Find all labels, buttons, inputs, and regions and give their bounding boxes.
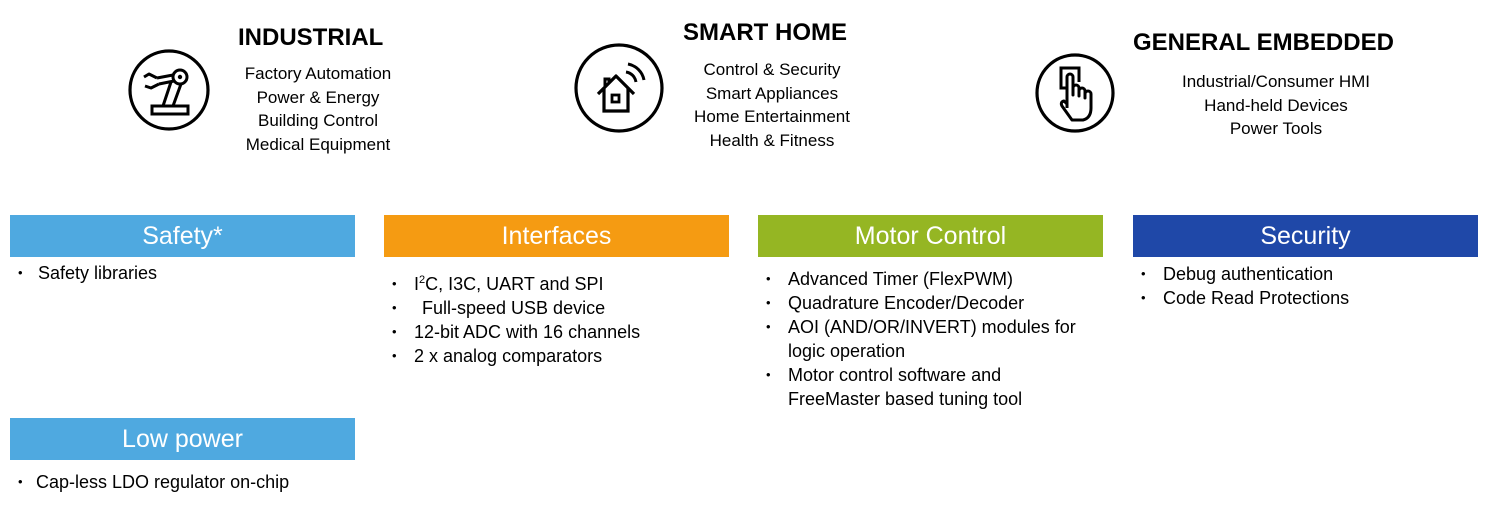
market-item: Smart Appliances bbox=[705, 83, 839, 103]
feature-header: Security bbox=[1133, 215, 1478, 257]
touch-hand-icon bbox=[1035, 53, 1115, 133]
market-title: SMART HOME bbox=[683, 19, 847, 46]
feature-item: Full-speed USB device bbox=[384, 296, 729, 320]
feature-list: Safety libraries bbox=[10, 261, 355, 285]
market-items: Control & Security Smart Appliances Home… bbox=[680, 58, 864, 152]
feature-item: Cap-less LDO regulator on-chip bbox=[10, 470, 355, 494]
feature-header: Low power bbox=[10, 418, 355, 460]
market-item: Control & Security bbox=[703, 60, 841, 79]
feature-header: Interfaces bbox=[384, 215, 729, 257]
feature-security: Security Debug authentication Code Read … bbox=[1133, 215, 1478, 310]
feature-low-power: Low power Cap-less LDO regulator on-chip bbox=[10, 418, 355, 494]
feature-item: 2 x analog comparators bbox=[384, 344, 729, 368]
market-item: Power & Energy bbox=[256, 87, 380, 107]
feature-item: Quadrature Encoder/Decoder bbox=[758, 291, 1103, 315]
feature-item: AOI (AND/OR/INVERT) modules for logic op… bbox=[758, 315, 1088, 363]
feature-item: 12-bit ADC with 16 channels bbox=[384, 320, 729, 344]
market-item: Power Tools bbox=[1229, 119, 1323, 138]
feature-item: Motor control software and FreeMaster ba… bbox=[758, 363, 1078, 411]
market-items: Factory Automation Power & Energy Buildi… bbox=[232, 62, 404, 156]
market-item: Hand-held Devices bbox=[1204, 95, 1348, 115]
feature-item: Code Read Protections bbox=[1133, 286, 1478, 310]
feature-interfaces: Interfaces I2C, I3C, UART and SPI Full-s… bbox=[384, 215, 729, 368]
feature-list: I2C, I3C, UART and SPI Full-speed USB de… bbox=[384, 272, 729, 368]
market-items: Industrial/Consumer HMI Hand-held Device… bbox=[1166, 70, 1386, 141]
market-title: GENERAL EMBEDDED bbox=[1133, 29, 1394, 56]
feature-list: Advanced Timer (FlexPWM) Quadrature Enco… bbox=[758, 267, 1103, 411]
feature-motor-control: Motor Control Advanced Timer (FlexPWM) Q… bbox=[758, 215, 1103, 411]
feature-item: I2C, I3C, UART and SPI bbox=[384, 272, 729, 296]
feature-list: Cap-less LDO regulator on-chip bbox=[10, 470, 355, 494]
market-item: Home Entertainment bbox=[694, 107, 850, 126]
feature-header: Motor Control bbox=[758, 215, 1103, 257]
feature-list: Debug authentication Code Read Protectio… bbox=[1133, 262, 1478, 310]
market-item: Health & Fitness bbox=[709, 130, 835, 150]
market-item: Building Control bbox=[257, 111, 378, 130]
robot-arm-icon bbox=[128, 49, 210, 131]
feature-item: Debug authentication bbox=[1133, 262, 1478, 286]
market-item: Factory Automation bbox=[244, 64, 392, 83]
market-title: INDUSTRIAL bbox=[238, 24, 384, 51]
market-item: Industrial/Consumer HMI bbox=[1181, 72, 1370, 91]
smart-house-icon bbox=[574, 43, 664, 133]
feature-item: Advanced Timer (FlexPWM) bbox=[758, 267, 1103, 291]
feature-safety: Safety* Safety libraries bbox=[10, 215, 355, 285]
feature-header: Safety* bbox=[10, 215, 355, 257]
market-item: Medical Equipment bbox=[245, 134, 391, 154]
feature-item: Safety libraries bbox=[10, 261, 355, 285]
